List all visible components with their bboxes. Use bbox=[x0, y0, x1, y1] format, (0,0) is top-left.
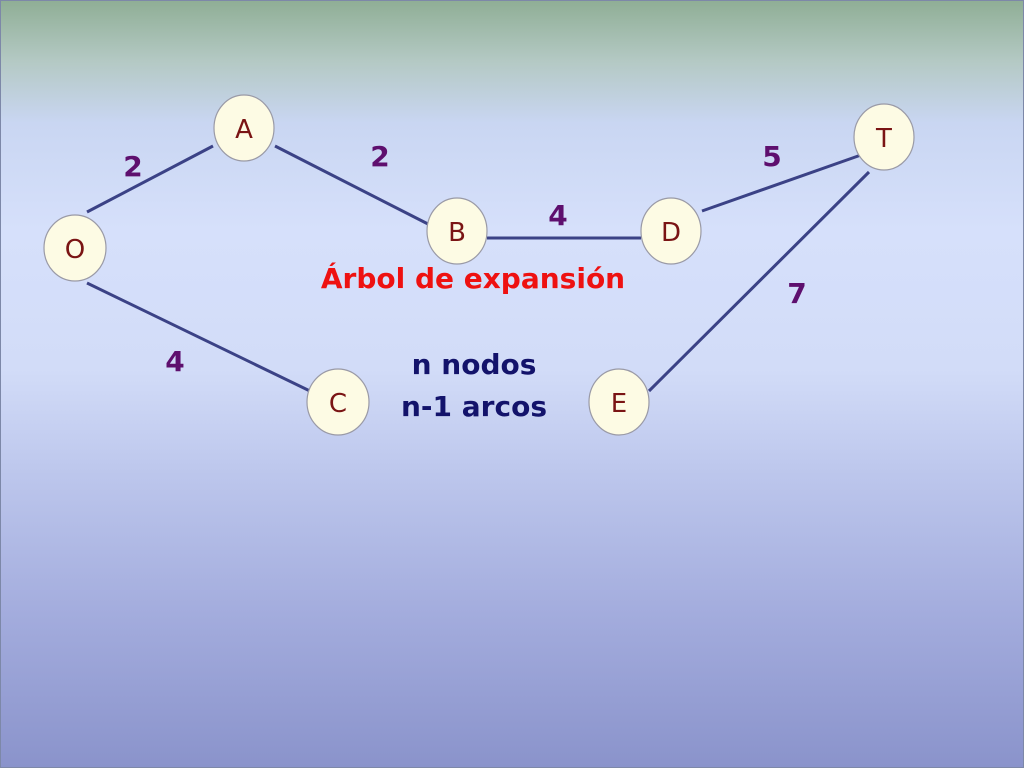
edges-group bbox=[86, 144, 871, 394]
node-T: T bbox=[853, 103, 915, 171]
nodes-group: O A B C D E T bbox=[43, 94, 915, 436]
node-D: D bbox=[640, 197, 702, 265]
caption-line-arcs: n-1 arcos bbox=[401, 390, 547, 423]
weight-label-D-T: 5 bbox=[762, 140, 781, 173]
weight-label-B-D: 4 bbox=[548, 199, 567, 232]
caption-line-nodes: n nodos bbox=[411, 348, 537, 381]
node-T-label: T bbox=[875, 124, 892, 154]
node-O: O bbox=[43, 214, 107, 282]
edge-D-T bbox=[701, 153, 862, 213]
node-T-circle bbox=[853, 103, 915, 171]
edge-A-B bbox=[274, 144, 429, 226]
weight-label-O-C: 4 bbox=[165, 345, 184, 378]
node-B-label: B bbox=[448, 218, 466, 248]
node-O-circle bbox=[43, 214, 107, 282]
node-C-circle bbox=[306, 368, 370, 436]
weight-label-A-B: 2 bbox=[370, 140, 389, 173]
edge-T-E bbox=[647, 170, 871, 393]
weight-label-O-A: 2 bbox=[123, 150, 142, 183]
node-A-label: A bbox=[235, 115, 253, 145]
weight-label-T-E: 7 bbox=[787, 277, 806, 310]
node-B: B bbox=[426, 197, 488, 265]
node-A: A bbox=[213, 94, 275, 162]
node-C-label: C bbox=[329, 389, 347, 419]
node-E-circle bbox=[588, 368, 650, 436]
node-D-circle bbox=[640, 197, 702, 265]
diagram-title: Árbol de expansión bbox=[320, 262, 626, 295]
node-A-circle bbox=[213, 94, 275, 162]
edge-O-A bbox=[86, 144, 214, 214]
node-C: C bbox=[306, 368, 370, 436]
node-B-circle bbox=[426, 197, 488, 265]
edge-weights-group: 2 2 4 5 7 4 bbox=[123, 140, 806, 378]
node-E-label: E bbox=[611, 389, 627, 419]
caption-block: n nodos n-1 arcos bbox=[374, 344, 574, 428]
node-E: E bbox=[588, 368, 650, 436]
node-D-label: D bbox=[661, 218, 681, 248]
node-O-label: O bbox=[65, 235, 85, 265]
edge-O-C bbox=[86, 281, 313, 394]
